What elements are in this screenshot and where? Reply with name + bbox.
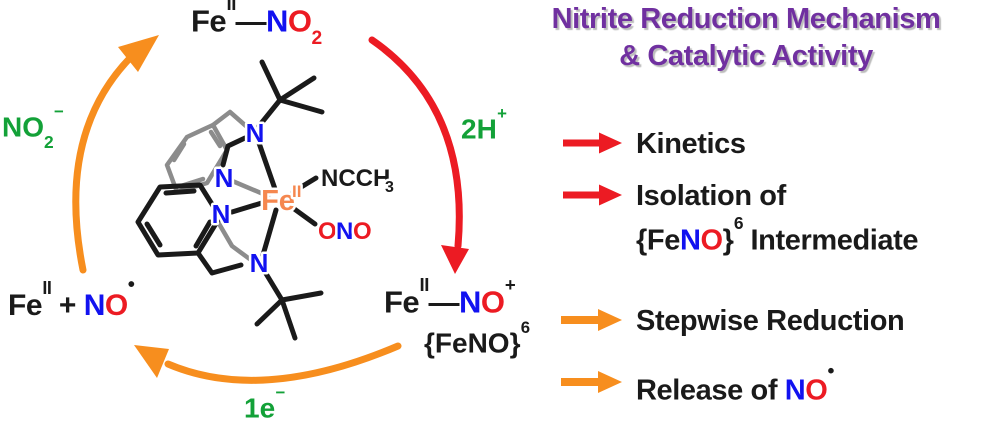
brace-close: } <box>722 224 734 257</box>
n-pyridine1-label: N <box>215 163 234 193</box>
n-amine-top-label: N <box>246 118 265 148</box>
page-title: Nitrite Reduction Mechanism & Catalytic … <box>500 1 992 75</box>
isolation-label: Isolation of {FeNO}6 Intermediate <box>636 178 919 260</box>
bullet-kinetics: Kinetics <box>563 126 746 163</box>
radical-dot: • <box>127 274 135 297</box>
title-line1: Nitrite Reduction Mechanism <box>551 3 941 35</box>
fe-symbol: Fe <box>384 284 420 320</box>
feno6-text: {FeNO} <box>424 327 521 359</box>
plus-charge: + <box>504 273 516 295</box>
n-pyridine2-label: N <box>212 199 231 229</box>
oxidation-state: II <box>226 0 237 14</box>
stepwise-label: Stepwise Reduction <box>636 305 905 337</box>
orange-arrow-icon <box>561 309 622 331</box>
red-arrow-icon <box>563 132 622 154</box>
release-text: Release of <box>636 374 785 407</box>
isolation-line2: {FeNO}6 Intermediate <box>636 213 919 260</box>
release-label: Release of NO• <box>636 360 834 410</box>
no2-text: NO <box>2 111 44 143</box>
n-symbol: N <box>83 289 106 322</box>
n-symbol: N <box>784 374 806 407</box>
fe-oxidation-state: II <box>292 182 301 201</box>
2h-plus: + <box>497 103 507 123</box>
n-amine-bottom-label: N <box>250 248 269 278</box>
fe-symbol: Fe <box>191 3 227 39</box>
radical-dot: • <box>827 359 834 382</box>
step-label-protons: 2H+ <box>461 104 507 145</box>
bullet-stepwise: Stepwise Reduction <box>561 303 905 340</box>
o-symbol: O <box>700 224 723 257</box>
feno6-superscript: 6 <box>520 317 531 337</box>
plus-sign: + <box>58 289 77 322</box>
step-label-nitrite: NO2 − <box>2 102 64 152</box>
kinetics-label: Kinetics <box>636 128 746 160</box>
arrow-reduction <box>134 342 402 384</box>
acetonitrile-subscript: 3 <box>385 179 394 196</box>
feno6-tag: {FeNO}6 <box>424 318 530 359</box>
arrow-nitrite-binding <box>72 35 159 274</box>
nitrito-o2-label: O <box>353 218 372 245</box>
subscript-2: 2 <box>311 27 323 49</box>
title-line2: & Catalytic Activity <box>619 40 873 72</box>
intermediate-text: Intermediate <box>742 224 919 257</box>
fe-complex-structure: N N N N Fe II NCCH 3 O N O <box>135 59 397 341</box>
1e-minus: − <box>275 382 286 402</box>
o-symbol: O <box>104 289 128 322</box>
arrow-protonation <box>368 36 469 274</box>
front-pyridine-ring-and-bonds <box>135 59 325 341</box>
isolation-line1: Isolation of <box>636 180 786 212</box>
o-symbol: O <box>805 374 828 407</box>
orange-arrow-icon <box>561 371 622 393</box>
no2-minus: − <box>53 101 64 121</box>
fe-center-label: Fe <box>261 185 295 217</box>
o-symbol: O <box>287 3 312 39</box>
bond-dash: — <box>428 284 460 320</box>
bullet-release: Release of NO• <box>561 360 834 410</box>
species-fe-no2: FeII—NO2 <box>191 0 322 49</box>
bullet-isolation: Isolation of {FeNO}6 Intermediate <box>563 178 919 260</box>
o-symbol: O <box>480 284 505 320</box>
fe-symbol: Fe <box>8 289 43 322</box>
n-symbol: N <box>266 3 288 39</box>
step-label-electron: 1e− <box>244 383 285 424</box>
species-fe-no-plus: FeII—NO+ <box>384 274 516 320</box>
species-fe-plus-no: FeII + NO• <box>8 274 135 323</box>
brace-fe: {Fe <box>636 224 680 257</box>
2h-text: 2H <box>461 113 497 145</box>
nitrito-n-label: N <box>336 218 353 245</box>
oxidation-state: II <box>42 278 52 299</box>
n-symbol: N <box>679 224 701 257</box>
red-arrow-icon <box>563 184 622 206</box>
1e-text: 1e <box>244 392 276 424</box>
nitrito-o1-label: O <box>318 218 337 245</box>
no2-subscript: 2 <box>44 131 54 152</box>
n-symbol: N <box>459 284 481 320</box>
oxidation-state: II <box>419 273 430 295</box>
bond-dash: — <box>235 3 267 39</box>
acetonitrile-ligand-label: NCCH <box>321 165 390 192</box>
superscript-6: 6 <box>733 213 744 234</box>
